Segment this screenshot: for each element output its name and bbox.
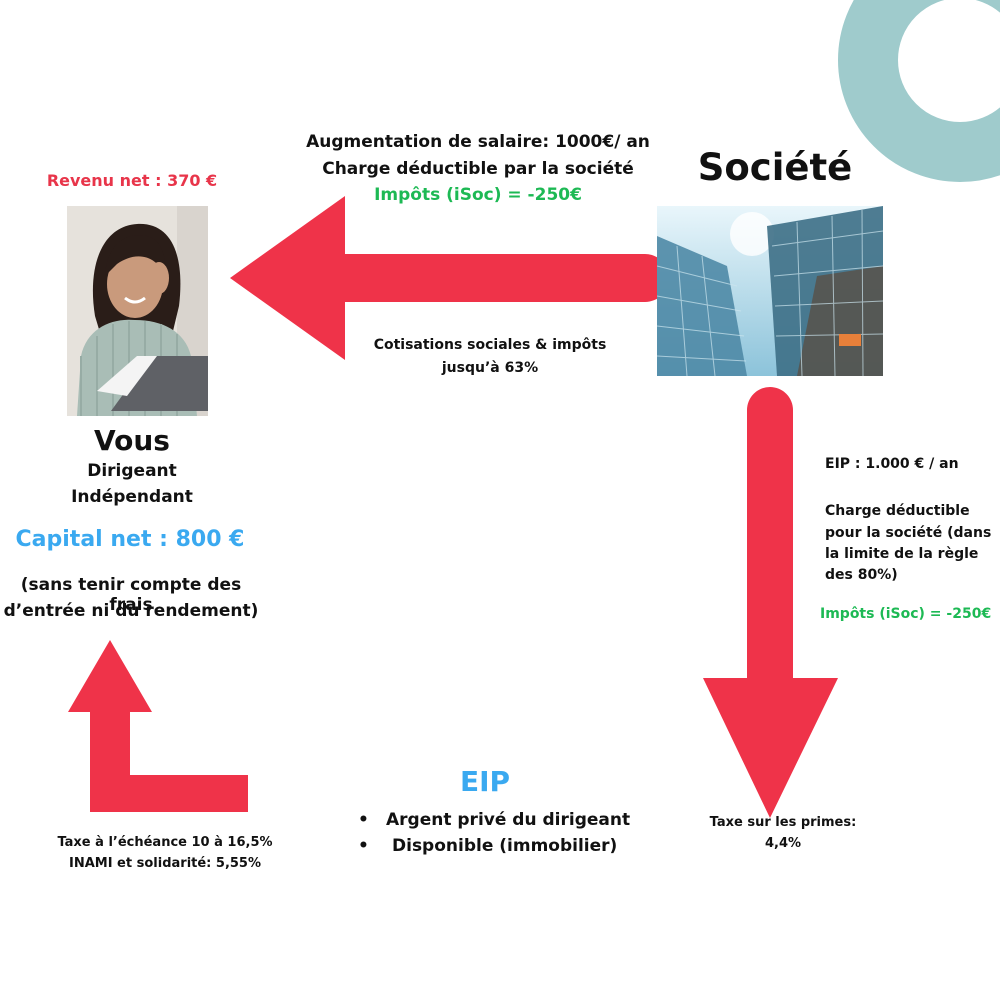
arrow-up-capital [68, 640, 248, 812]
salary-increase-label: Augmentation de salaire: 1000€/ an [306, 132, 650, 152]
eip-bullet-2: • Disponible (immobilier) [358, 836, 652, 856]
eip-charge-line4: des 80%) [825, 567, 898, 583]
deductible-charge-label: Charge déductible par la société [322, 159, 634, 179]
societe-title: Société [697, 146, 853, 189]
social-contributions-rate: jusqu’à 63% [441, 360, 539, 376]
eip-title: EIP [459, 765, 511, 798]
tax-isoc-right-label: Impôts (iSoc) = -250€ [820, 606, 992, 622]
maturity-tax-label: Taxe à l’échéance 10 à 16,5% [57, 835, 273, 850]
tax-isoc-top-label: Impôts (iSoc) = -250€ [374, 185, 582, 205]
arrow-left-salary [230, 196, 669, 360]
eip-charge-line2: pour la société (dans [825, 525, 992, 541]
net-income-label: Revenu net : 370 € [46, 171, 218, 190]
building-illustration [657, 206, 883, 376]
eip-charge-line1: Charge déductible [825, 503, 970, 519]
capital-note-line1: (sans tenir compte des frais [20, 575, 242, 615]
eip-amount-label: EIP : 1.000 € / an [825, 456, 959, 472]
capital-note-line2: d’entrée ni du rendement) [3, 601, 259, 621]
building-photo [657, 206, 883, 376]
role-dirigeant: Dirigeant [87, 461, 177, 481]
eip-charge-line3: la limite de la règle [825, 546, 979, 562]
premium-tax-label: Taxe sur les primes: [709, 815, 857, 830]
premium-tax-rate: 4,4% [764, 836, 802, 851]
person-illustration [67, 206, 208, 416]
person-photo [67, 206, 208, 416]
eip-bullet-1: • Argent privé du dirigeant [358, 810, 646, 830]
net-capital-label: Capital net : 800 € [15, 527, 245, 552]
eip-bullet-2-text: Disponible (immobilier) [392, 836, 618, 856]
eip-bullet-1-text: Argent privé du dirigeant [386, 810, 631, 830]
bullet-dot: • [358, 810, 369, 830]
bullet-dot: • [358, 836, 369, 856]
inami-solidarity-label: INAMI et solidarité: 5,55% [68, 856, 262, 871]
role-independant: Indépendant [71, 487, 193, 507]
vous-title: Vous [94, 424, 170, 457]
social-contributions-label: Cotisations sociales & impôts [373, 337, 607, 353]
arrow-down-eip [703, 387, 838, 818]
teal-ring [838, 0, 1000, 182]
